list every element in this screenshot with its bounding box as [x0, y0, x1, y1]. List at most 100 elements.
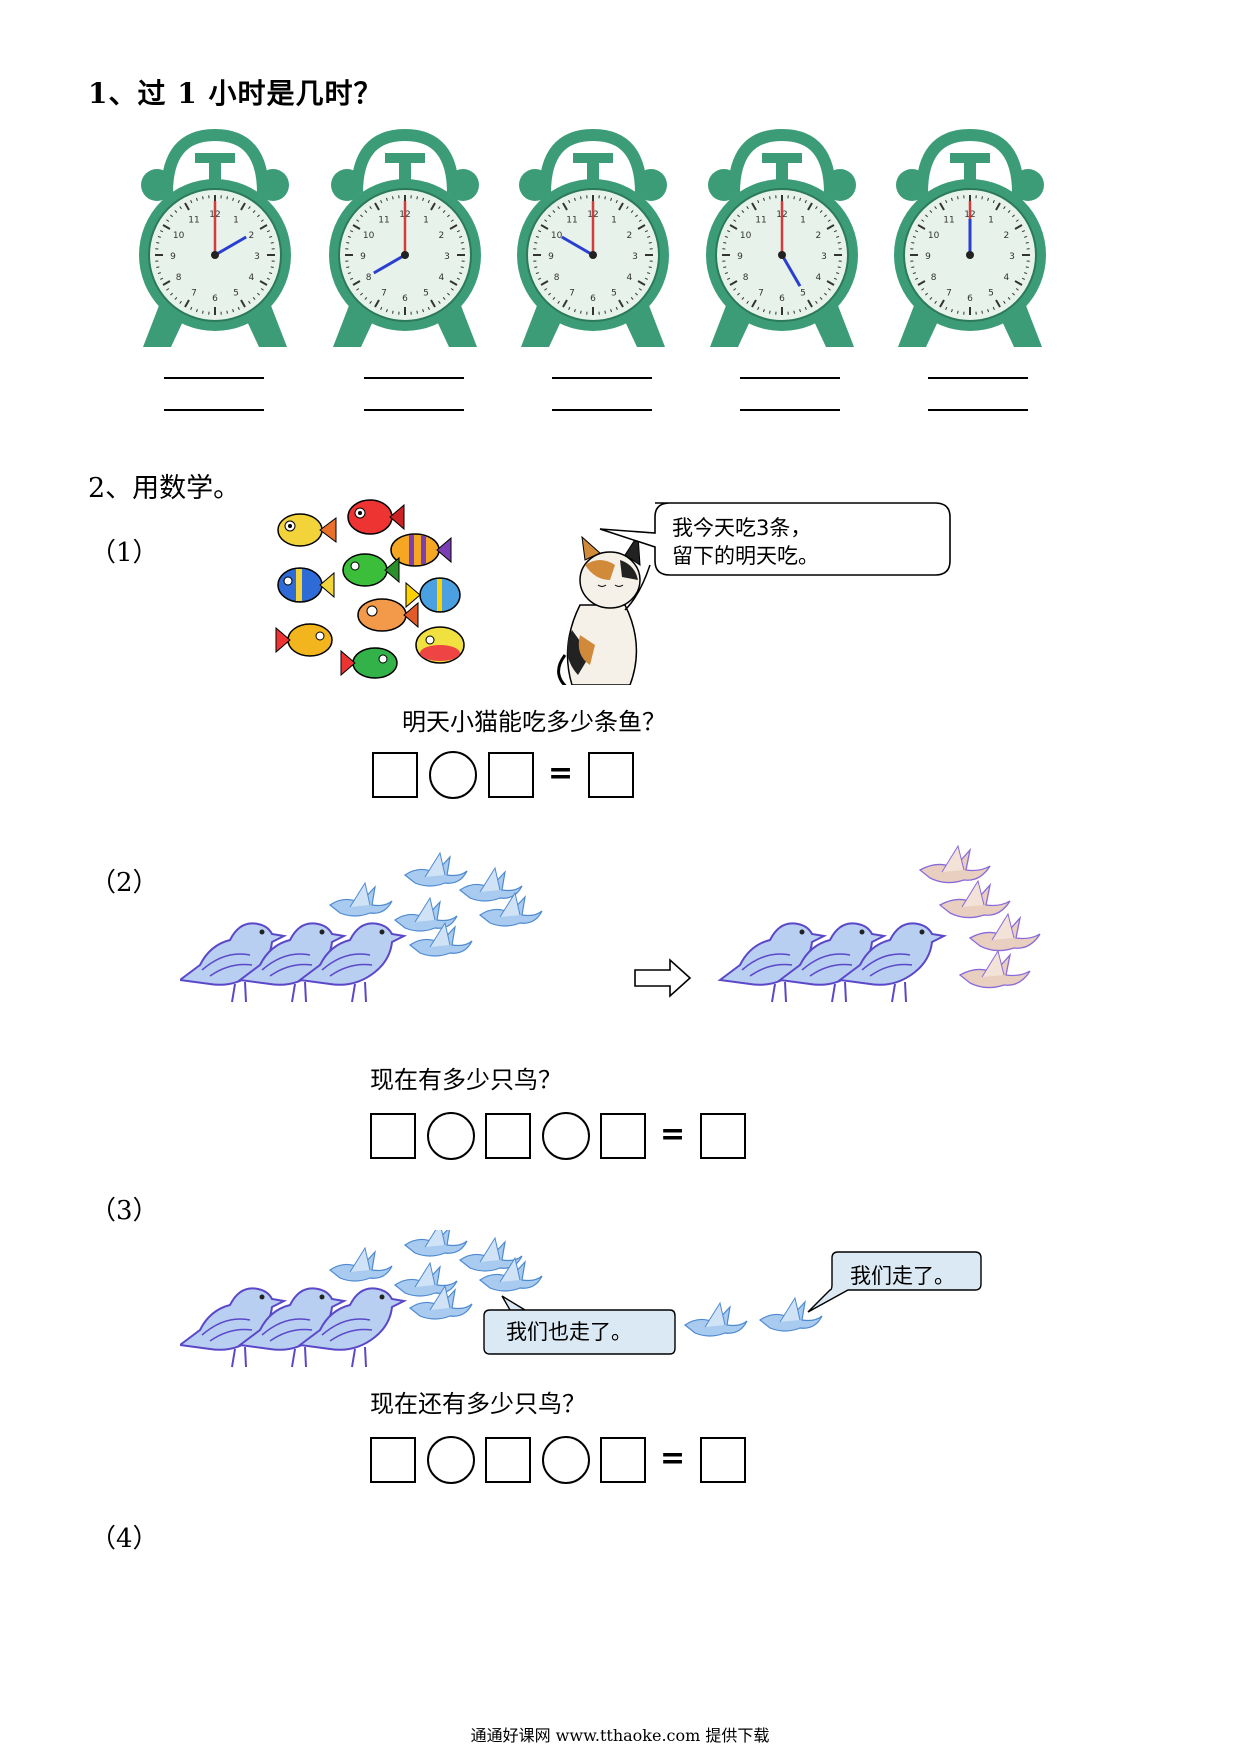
svg-text:10: 10: [173, 231, 185, 241]
svg-text:7: 7: [569, 288, 575, 298]
equals-sign: =: [660, 1441, 686, 1476]
svg-text:10: 10: [740, 231, 752, 241]
answer-line[interactable]: [928, 409, 1028, 411]
answer-line[interactable]: [740, 409, 840, 411]
svg-text:2: 2: [627, 231, 633, 241]
answer-line[interactable]: [552, 409, 652, 411]
sitting-birds-group: [180, 1287, 405, 1368]
svg-text:7: 7: [191, 288, 197, 298]
svg-text:2: 2: [439, 231, 445, 241]
svg-text:1: 1: [611, 216, 617, 226]
svg-text:3: 3: [444, 252, 450, 262]
svg-text:8: 8: [554, 273, 560, 283]
clock-row: 1234567891011121234567891011121234567891…: [0, 120, 1240, 350]
answer-line[interactable]: [552, 377, 652, 379]
svg-text:6: 6: [212, 294, 218, 304]
section1-title: 1、过 1 小时是几时？: [88, 77, 383, 110]
operator-circle[interactable]: [542, 1436, 590, 1484]
svg-text:4: 4: [1004, 273, 1010, 283]
equals-sign: =: [548, 756, 574, 791]
svg-text:6: 6: [967, 294, 973, 304]
operator-circle[interactable]: [427, 1112, 475, 1160]
answer-box[interactable]: [370, 1437, 416, 1483]
answer-box[interactable]: [370, 1113, 416, 1159]
svg-text:1: 1: [800, 216, 806, 226]
sitting-birds-group-after: [719, 922, 945, 1003]
svg-text:9: 9: [360, 252, 366, 262]
arrow-right-icon: [634, 958, 692, 998]
answer-line[interactable]: [740, 377, 840, 379]
svg-text:5: 5: [988, 288, 994, 298]
part3-question: 现在还有多少只鸟？: [370, 1390, 586, 1418]
answer-box[interactable]: [700, 1437, 746, 1483]
svg-text:11: 11: [943, 216, 954, 226]
answer-box[interactable]: [372, 752, 418, 798]
svg-text:7: 7: [946, 288, 952, 298]
svg-text:10: 10: [551, 231, 563, 241]
answer-box[interactable]: [588, 752, 634, 798]
bubble-left-text: 我们也走了。: [506, 1320, 632, 1344]
part1-question: 明天小猫能吃多少条鱼？: [402, 708, 666, 736]
svg-text:11: 11: [755, 216, 766, 226]
svg-text:8: 8: [743, 273, 749, 283]
answer-box[interactable]: [700, 1113, 746, 1159]
svg-text:5: 5: [800, 288, 806, 298]
sitting-birds-group: [180, 922, 405, 1003]
svg-text:6: 6: [402, 294, 408, 304]
svg-text:1: 1: [988, 216, 994, 226]
answer-box[interactable]: [485, 1113, 531, 1159]
svg-text:1: 1: [423, 216, 429, 226]
svg-text:11: 11: [188, 216, 199, 226]
svg-text:8: 8: [931, 273, 937, 283]
fish-group-icon: [275, 499, 465, 679]
equals-sign: =: [660, 1117, 686, 1152]
svg-text:5: 5: [233, 288, 239, 298]
part1-label: （1）: [90, 538, 159, 568]
operator-circle[interactable]: [542, 1112, 590, 1160]
answer-box[interactable]: [485, 1437, 531, 1483]
svg-text:8: 8: [176, 273, 182, 283]
speech-bubble-left: [483, 1295, 676, 1355]
svg-text:7: 7: [758, 288, 764, 298]
birds-illustration-part3: [180, 1230, 982, 1368]
svg-text:3: 3: [821, 252, 827, 262]
svg-text:10: 10: [928, 231, 940, 241]
arriving-birds-group: [919, 845, 1041, 989]
svg-text:11: 11: [566, 216, 577, 226]
svg-text:8: 8: [366, 273, 372, 283]
svg-text:9: 9: [548, 252, 554, 262]
svg-text:2: 2: [1004, 231, 1010, 241]
svg-text:6: 6: [779, 294, 785, 304]
svg-text:4: 4: [627, 273, 633, 283]
svg-text:3: 3: [254, 252, 260, 262]
svg-text:7: 7: [381, 288, 387, 298]
bubble-line-1: 我今天吃3条，: [672, 516, 812, 540]
svg-text:2: 2: [249, 231, 255, 241]
operator-circle[interactable]: [429, 751, 477, 799]
svg-text:6: 6: [590, 294, 596, 304]
answer-line[interactable]: [364, 409, 464, 411]
svg-text:9: 9: [737, 252, 743, 262]
answer-box[interactable]: [600, 1437, 646, 1483]
answer-line[interactable]: [928, 377, 1028, 379]
svg-text:11: 11: [378, 216, 389, 226]
svg-text:1: 1: [233, 216, 239, 226]
svg-text:9: 9: [170, 252, 176, 262]
page-footer: 通通好课网 www.tthaoke.com 提供下载: [470, 1726, 770, 1745]
answer-box[interactable]: [600, 1113, 646, 1159]
answer-line[interactable]: [164, 409, 264, 411]
clock-illustrations: 1234567891011121234567891011121234567891…: [139, 128, 1046, 347]
speech-bubble-right: [807, 1251, 982, 1313]
part4-label: （4）: [90, 1524, 159, 1554]
svg-text:10: 10: [363, 231, 375, 241]
operator-circle[interactable]: [427, 1436, 475, 1484]
birds-illustration-part2: [180, 845, 1041, 1003]
answer-line[interactable]: [364, 377, 464, 379]
answer-line[interactable]: [164, 377, 264, 379]
cat-icon: [557, 533, 651, 685]
answer-box[interactable]: [488, 752, 534, 798]
